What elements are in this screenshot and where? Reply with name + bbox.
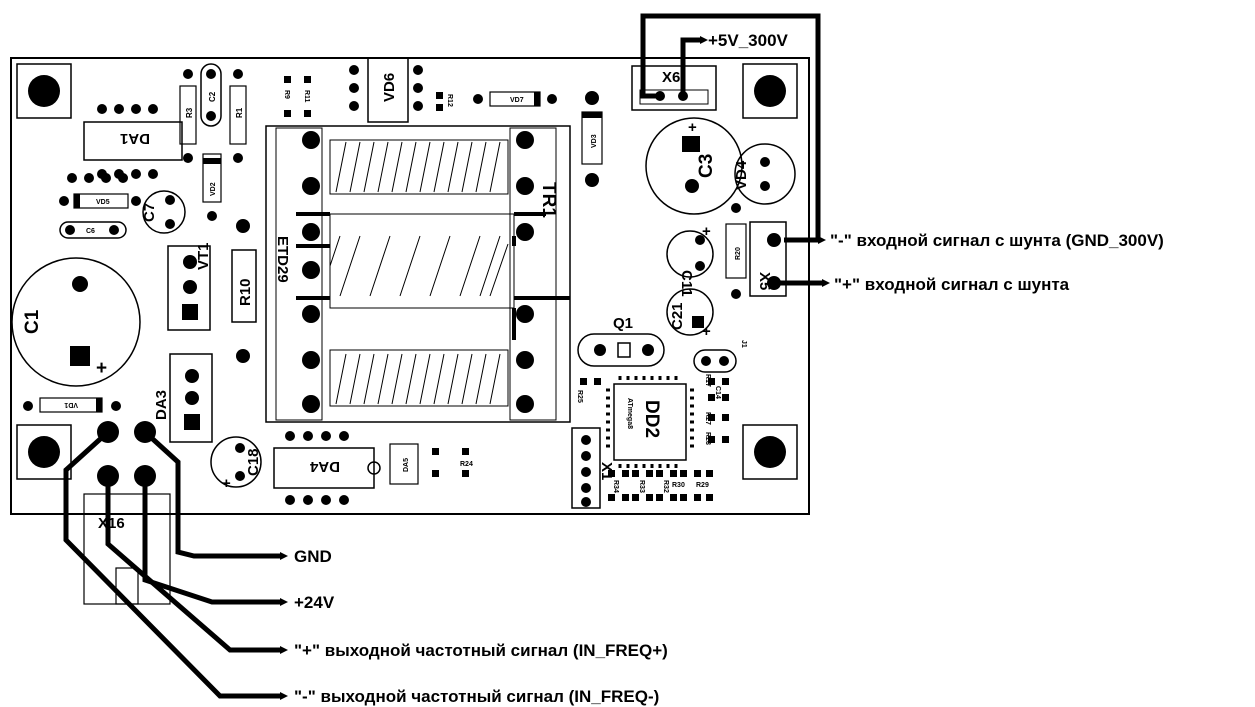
r30-label: R30	[672, 482, 685, 489]
smd-resistors-mid: R25 R17 C14 R27 R28	[576, 374, 729, 445]
label-shunt-plus: "+" входной сигнал с шунта	[834, 275, 1070, 294]
connector-x16: X16	[63, 421, 288, 700]
label-5v-300v: +5V_300V	[708, 31, 789, 50]
da5-label: DA5	[403, 458, 410, 472]
c21-label: C21	[669, 302, 686, 330]
r20-label: R20	[735, 247, 742, 260]
diode-vd1: VD1	[23, 397, 121, 413]
vt1-label: VT1	[195, 242, 212, 270]
capacitor-c1: C1 +	[11, 257, 141, 387]
x6-label: X6	[662, 69, 680, 86]
dd2-chip-label: ATmega8	[626, 398, 633, 429]
capacitor-c3: C3 + VD4	[645, 117, 796, 215]
c6-label: C6	[86, 228, 95, 235]
label-freq-minus: "-" выходной частотный сигнал (IN_FREQ-)	[294, 687, 659, 706]
r11-label: R11	[303, 90, 310, 103]
capacitor-c18: C18 +	[210, 436, 262, 492]
jumper-j1: J1	[693, 340, 747, 373]
c18-label: C18	[245, 448, 262, 476]
left-passives: VD5 C6 C7	[59, 173, 186, 239]
c3-label: C3	[696, 154, 717, 178]
r32-label: R32	[662, 480, 669, 493]
c18-plus: +	[222, 475, 231, 492]
smd-resistors-bottom: R34 R33 R32 R30 R29	[608, 470, 713, 501]
mounting-holes	[16, 63, 798, 480]
vd2-label: VD2	[210, 182, 217, 196]
x5-label: X5	[756, 272, 773, 290]
c11-plus: +	[702, 223, 711, 240]
r24-label: R24	[460, 461, 473, 468]
passives-top-left: R3 C2 R1 VD2	[179, 63, 247, 221]
j1-label: J1	[740, 340, 747, 348]
tr1-label: TR1	[538, 182, 559, 218]
ic-da4: DA4	[273, 431, 381, 505]
vd4-label: VD4	[733, 160, 750, 190]
r34-label: R34	[612, 480, 619, 493]
resistor-r10: R10	[231, 219, 257, 363]
vd5-label: VD5	[96, 199, 110, 206]
regulator-da3: DA3	[153, 353, 213, 443]
r12-label: R12	[446, 94, 453, 107]
da5-area: DA5 R24	[389, 443, 473, 485]
r33-label: R33	[638, 480, 645, 493]
top-resistors: R9 R11 R12 VD7	[283, 76, 557, 117]
c3-plus: +	[688, 119, 697, 136]
r9-label: R9	[283, 90, 290, 99]
c7-label: C7	[141, 203, 158, 222]
da4-label: DA4	[309, 458, 340, 475]
c1-plus: +	[96, 358, 107, 379]
vd3-label: VD3	[591, 134, 598, 148]
wire-power	[640, 13, 830, 287]
mcu-dd2: DD2 ATmega8	[606, 376, 694, 468]
r25-label: R25	[576, 390, 583, 403]
r29-label: R29	[696, 482, 709, 489]
x16-label: X16	[98, 515, 125, 532]
q1-label: Q1	[613, 315, 633, 332]
r27-label: R27	[704, 412, 711, 425]
diode-vd3: VD3	[581, 91, 603, 187]
crystal-q1: Q1	[577, 315, 665, 367]
vd7-label: VD7	[510, 97, 524, 104]
da3-label: DA3	[153, 390, 170, 420]
vd1-label: VD1	[64, 401, 78, 408]
dd2-label: DD2	[641, 400, 662, 438]
c14-label: C14	[714, 386, 721, 399]
board-outline	[10, 57, 810, 515]
c21-plus: +	[702, 323, 711, 340]
etd29-label: ETD29	[274, 236, 291, 283]
c2-label: C2	[208, 91, 217, 102]
c1-label: C1	[22, 309, 43, 334]
r3-label: R3	[185, 107, 194, 118]
da1-label: DA1	[120, 130, 150, 147]
r1-label: R1	[235, 107, 244, 118]
label-gnd-300v: "-" входной сигнал с шунта (GND_300V)	[830, 231, 1164, 250]
label-gnd: GND	[294, 547, 332, 566]
ic-da1: DA1	[83, 104, 183, 179]
vd6-label: VD6	[381, 73, 398, 102]
header-x1: X1	[571, 427, 615, 509]
label-freq-plus: "+" выходной частотный сигнал (IN_FREQ+)	[294, 641, 668, 660]
transistor-vt1: VT1	[167, 242, 212, 331]
label-24v: +24V	[294, 593, 335, 612]
diode-vd6: VD6	[349, 57, 423, 123]
r17-label: R17	[704, 374, 711, 387]
c11-label: C11	[678, 270, 695, 297]
transformer-tr1: TR1 ETD29	[265, 125, 571, 423]
r28-label: R28	[704, 432, 711, 445]
right-passives: C11 + R20 X5 C21 +	[666, 203, 787, 340]
r10-label: R10	[237, 278, 254, 306]
